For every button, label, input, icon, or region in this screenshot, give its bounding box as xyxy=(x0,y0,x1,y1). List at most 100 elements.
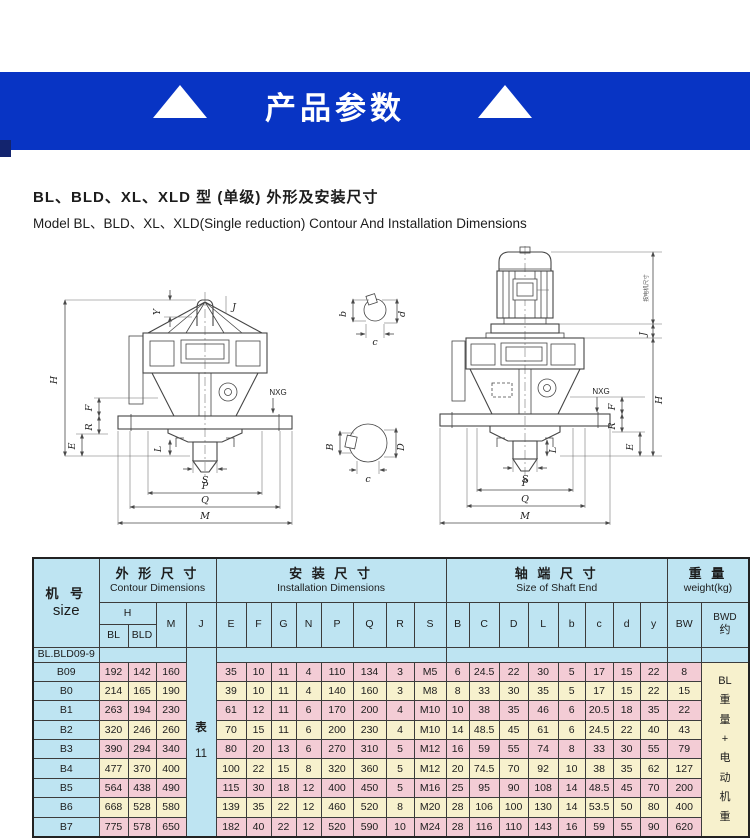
table-cell: 20.5 xyxy=(584,700,614,721)
table-cell: 22 xyxy=(498,661,529,682)
table-cell: 18 xyxy=(270,777,297,799)
table-cell: 40 xyxy=(639,719,668,741)
table-cell: 18 xyxy=(612,700,641,721)
blank-cell xyxy=(98,646,187,663)
table-cell: 22 xyxy=(270,816,297,838)
table-cell: 139 xyxy=(215,797,247,818)
row-size-cell: B1 xyxy=(32,700,100,721)
table-cell: 130 xyxy=(527,797,559,818)
table-cell: 61 xyxy=(215,700,247,721)
table-cell: 477 xyxy=(98,758,129,779)
table-cell: 200 xyxy=(352,700,387,721)
table-cell: 35 xyxy=(215,661,247,682)
table-cell: 22 xyxy=(639,680,668,702)
col-header-y: y xyxy=(639,601,668,648)
col-header-H: H xyxy=(98,601,157,625)
table-cell: 14 xyxy=(557,777,586,799)
col-header-C: C xyxy=(468,601,500,648)
table-cell: 116 xyxy=(468,816,500,838)
series-label-cell: BL.BLD09-9 xyxy=(32,646,100,663)
table-cell: 143 xyxy=(527,816,559,838)
dim-label-c-small: c xyxy=(372,337,378,348)
table-cell: 578 xyxy=(127,816,157,838)
table-cell: 11 xyxy=(270,680,297,702)
dim-label-p: P xyxy=(521,478,529,489)
dim-label-m: M xyxy=(199,511,210,522)
table-cell: 12 xyxy=(295,777,322,799)
row-size-cell: B2 xyxy=(32,719,100,741)
dim-label-d-small: d xyxy=(397,311,408,317)
table-cell: 90 xyxy=(639,816,668,838)
col-header-N: N xyxy=(295,601,322,648)
section-title-en: Model BL、BLD、XL、XLD(Single reduction) Co… xyxy=(33,216,527,231)
dim-label-m: M xyxy=(519,511,530,522)
table-cell: 140 xyxy=(320,680,354,702)
table-cell: 110 xyxy=(320,661,354,682)
table-cell: 4 xyxy=(295,661,322,682)
triangle-icon-right xyxy=(478,85,532,118)
table-cell: 5 xyxy=(385,777,415,799)
table-cell: 170 xyxy=(320,700,354,721)
col-header-B: B xyxy=(445,601,470,648)
table-cell: 10 xyxy=(245,680,272,702)
col-header-D: D xyxy=(498,601,529,648)
table-cell: M10 xyxy=(413,719,447,741)
table-cell: 294 xyxy=(127,739,157,760)
col-header-Q: Q xyxy=(352,601,387,648)
table-cell: 10 xyxy=(385,816,415,838)
table-cell: 35 xyxy=(498,700,529,721)
table-cell: 30 xyxy=(245,777,272,799)
table-cell: 4 xyxy=(385,719,415,741)
table-cell: 590 xyxy=(352,816,387,838)
table-cell: 5 xyxy=(557,661,586,682)
table-cell: 16 xyxy=(557,816,586,838)
table-cell: 15 xyxy=(612,661,641,682)
table-cell: 15 xyxy=(245,719,272,741)
row-size-cell: B0 xyxy=(32,680,100,702)
table-cell: 108 xyxy=(527,777,559,799)
table-cell: 20 xyxy=(245,739,272,760)
motor-height-note: 按电机尺寸 xyxy=(642,274,650,302)
table-cell: 92 xyxy=(527,758,559,779)
table-cell: 48.5 xyxy=(468,719,500,741)
table-cell: 3 xyxy=(385,661,415,682)
blank-cell xyxy=(445,646,668,663)
table-cell: 24.5 xyxy=(584,719,614,741)
table-cell: 17 xyxy=(584,661,614,682)
table-cell: 79 xyxy=(666,739,702,760)
table-cell: 80 xyxy=(215,739,247,760)
table-cell: 194 xyxy=(127,700,157,721)
table-cell: 620 xyxy=(666,816,702,838)
table-cell: 45 xyxy=(498,719,529,741)
table-cell: 38 xyxy=(584,758,614,779)
row-size-cell: B09 xyxy=(32,661,100,682)
table-cell: 160 xyxy=(155,661,187,682)
product-params-banner: 产品参数 xyxy=(0,72,750,150)
table-cell: 13 xyxy=(270,739,297,760)
table-cell: 12 xyxy=(295,816,322,838)
dim-label-r: R xyxy=(607,422,618,430)
dim-label-nxg: NXG xyxy=(592,387,609,396)
table-cell: 53.5 xyxy=(584,797,614,818)
table-cell: 10 xyxy=(557,758,586,779)
table-cell: 6 xyxy=(295,719,322,741)
row-size-cell: B3 xyxy=(32,739,100,760)
table-cell: 55 xyxy=(639,739,668,760)
table-cell: 320 xyxy=(98,719,129,741)
banner-corner-notch xyxy=(0,140,11,157)
col-header-M: M xyxy=(155,601,187,648)
section-title-zh: BL、BLD、XL、XLD 型 (单级) 外形及安装尺寸 xyxy=(33,189,379,206)
